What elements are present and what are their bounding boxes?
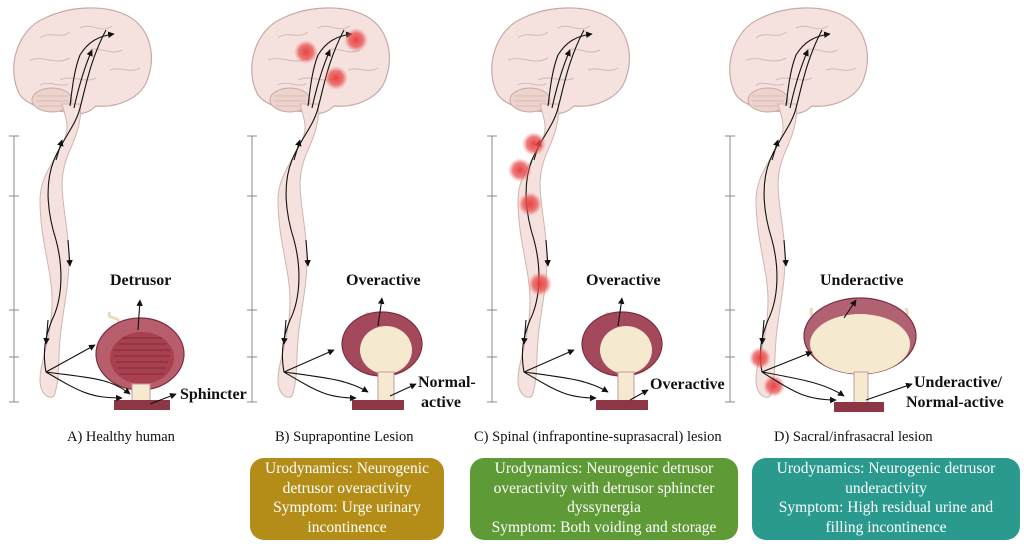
box-line: Symptom: High residual urine and (778, 499, 994, 516)
lesion-marker (763, 375, 785, 397)
box-line: underactivity (845, 479, 927, 497)
lesion-marker (294, 40, 318, 64)
box-line: filling incontinence (825, 518, 947, 536)
lesion-marker (324, 66, 348, 90)
overactive-label: Overactive (346, 272, 421, 289)
box-line: detrusor overactivity (282, 479, 412, 497)
panel-b (247, 8, 423, 410)
overactive-bladder (341, 311, 423, 410)
box-line: Symptom: Urge urinary (273, 499, 421, 516)
underactive-label: Underactive (820, 272, 904, 289)
overactive-bladder (581, 311, 663, 410)
overactive-sphincter-label: Overactive (650, 376, 725, 393)
detrusor-label: Detrusor (110, 272, 172, 289)
box-line: overactivity with detrusor sphincter (493, 479, 715, 497)
box-line: Urodynamics: Neurogenic (265, 460, 429, 477)
panel-a-caption: A) Healthy human (67, 429, 175, 445)
box-line: Urodynamics: Neurogenic detrusor (494, 460, 714, 477)
underactive-normal-label-line1: Underactive/ (914, 374, 1002, 391)
lesion-marker (508, 158, 532, 182)
panel-d (725, 8, 917, 412)
lesion-marker (522, 132, 546, 156)
box-line: Urodynamics: Neurogenic detrusor (776, 460, 996, 477)
panel-a (9, 8, 185, 410)
underactive-bladder (803, 297, 917, 412)
lesion-marker (749, 347, 771, 369)
panel-b-caption: B) Suprapontine Lesion (275, 429, 414, 445)
normal-active-label-line2: active (421, 394, 461, 411)
box-line: dyssynergia (567, 499, 641, 516)
lesion-marker (344, 28, 368, 52)
panel-d-info-box: Urodynamics: Neurogenic detrusor underac… (752, 458, 1020, 540)
lesion-marker (518, 192, 542, 216)
panel-c-caption: C) Spinal (infrapontine-suprasacral) les… (474, 429, 722, 445)
sphincter-label: Sphincter (180, 386, 247, 403)
healthy-bladder (95, 311, 185, 410)
panel-b-info-box: Urodynamics: Neurogenic detrusor overact… (250, 458, 444, 540)
panel-c (487, 8, 663, 410)
box-line: Symptom: Both voiding and storage (491, 518, 717, 536)
panel-c-info-box: Urodynamics: Neurogenic detrusor overact… (470, 458, 738, 540)
box-line: incontinence (307, 518, 387, 536)
overactive-label: Overactive (586, 272, 661, 289)
panel-d-caption: D) Sacral/infrasacral lesion (774, 429, 933, 445)
normal-active-label-line1: Normal- (418, 374, 476, 391)
lesion-marker (528, 272, 552, 296)
underactive-normal-label-line2: Normal-active (906, 394, 1004, 411)
